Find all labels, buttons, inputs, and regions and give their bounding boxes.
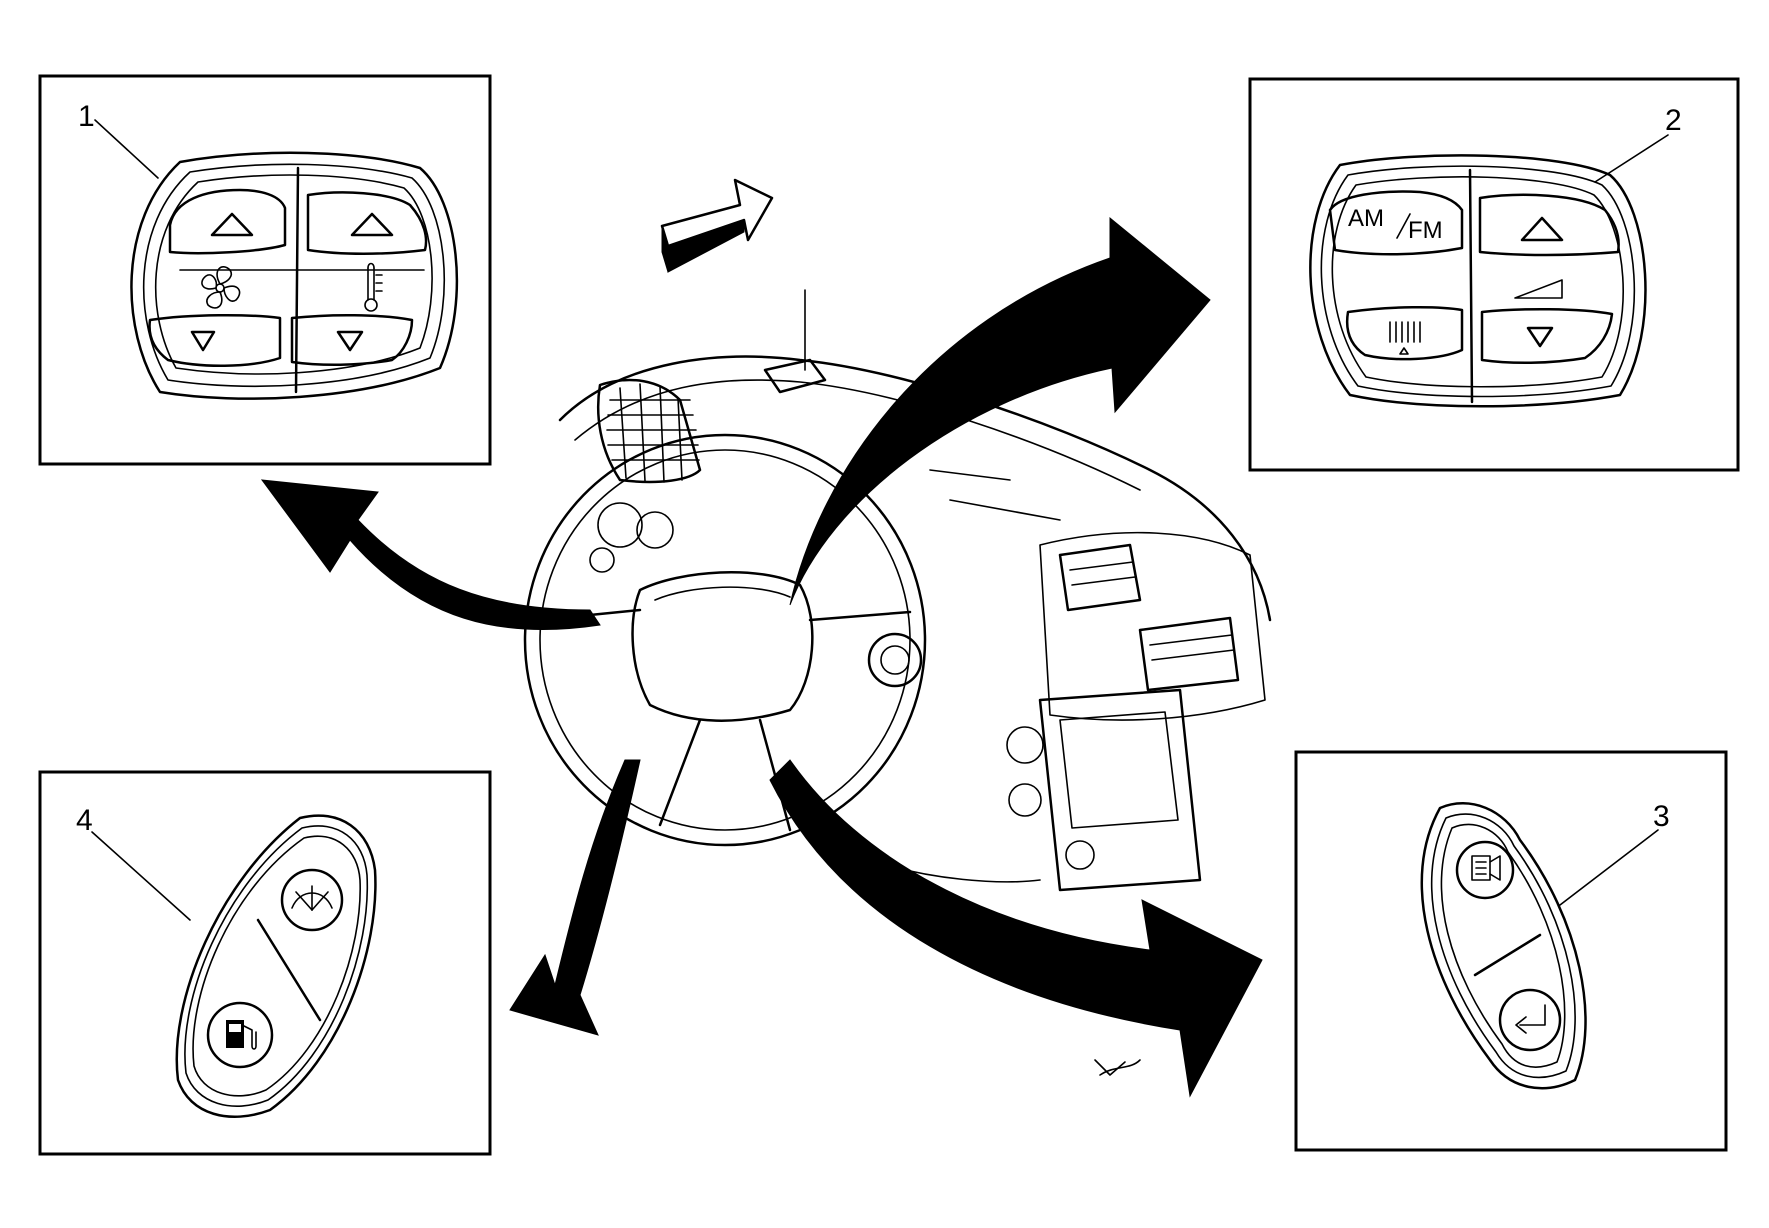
hvac-switch-pad — [130, 151, 459, 400]
triangle-up-icon — [210, 212, 254, 237]
info-button[interactable] — [1455, 840, 1515, 900]
triangle-up-icon — [350, 212, 394, 237]
callout-box-3: 3 — [1294, 750, 1728, 1152]
dashboard-illustration — [523, 289, 1272, 1076]
info-enter-switch-pad — [1420, 802, 1587, 1090]
audio-switch-pad: AM FM — [1309, 154, 1647, 408]
callout-box-1: 1 — [38, 74, 492, 466]
callout-box-4: 4 — [38, 770, 492, 1156]
preset-bars-icon — [1389, 321, 1421, 355]
steering-wheel — [523, 433, 927, 847]
callout-number-3: 3 — [1653, 800, 1670, 833]
fuel-button[interactable] — [206, 1001, 274, 1069]
preset-button[interactable] — [1346, 305, 1464, 361]
info-page-icon — [1471, 855, 1501, 881]
fan-up-button[interactable] — [168, 188, 287, 255]
callout-number-4: 4 — [76, 804, 93, 837]
fan-down-button[interactable] — [148, 313, 282, 368]
volume-ramp-icon — [1514, 279, 1563, 299]
volume-down-button[interactable] — [1480, 307, 1614, 365]
triangle-down-icon — [1526, 326, 1554, 348]
fuel-pump-icon — [226, 1020, 257, 1050]
arrow-to-callout-2 — [789, 216, 1211, 606]
triangle-down-icon — [190, 330, 216, 352]
triangle-up-icon — [1520, 216, 1564, 242]
callout-number-1: 1 — [78, 100, 95, 133]
am-fm-button[interactable] — [1328, 190, 1464, 256]
am-label: AM — [1348, 205, 1384, 232]
enter-button[interactable] — [1498, 988, 1562, 1052]
am-fm-slash — [1396, 213, 1411, 239]
arrow-to-callout-3 — [769, 759, 1263, 1098]
volume-up-button[interactable] — [1478, 193, 1620, 257]
triangle-down-icon — [336, 330, 364, 352]
enter-return-icon — [1515, 1004, 1546, 1034]
temp-down-button[interactable] — [290, 313, 414, 367]
wiper-button[interactable] — [280, 868, 344, 932]
arrow-to-callout-4 — [509, 759, 641, 1036]
callout-box-2: 2 AM FM — [1248, 77, 1740, 472]
temp-up-button[interactable] — [306, 191, 428, 255]
fan-icon — [201, 266, 241, 309]
left-vent — [596, 378, 702, 484]
thermometer-icon — [364, 262, 383, 312]
arrow-to-callout-1 — [260, 479, 601, 631]
forward-direction-arrow — [660, 178, 774, 273]
wiper-icon — [291, 885, 333, 911]
fm-label: FM — [1408, 217, 1443, 244]
callout-number-2: 2 — [1665, 104, 1682, 137]
wiper-fuel-switch-pad — [175, 814, 377, 1118]
center-vents — [1039, 531, 1266, 721]
